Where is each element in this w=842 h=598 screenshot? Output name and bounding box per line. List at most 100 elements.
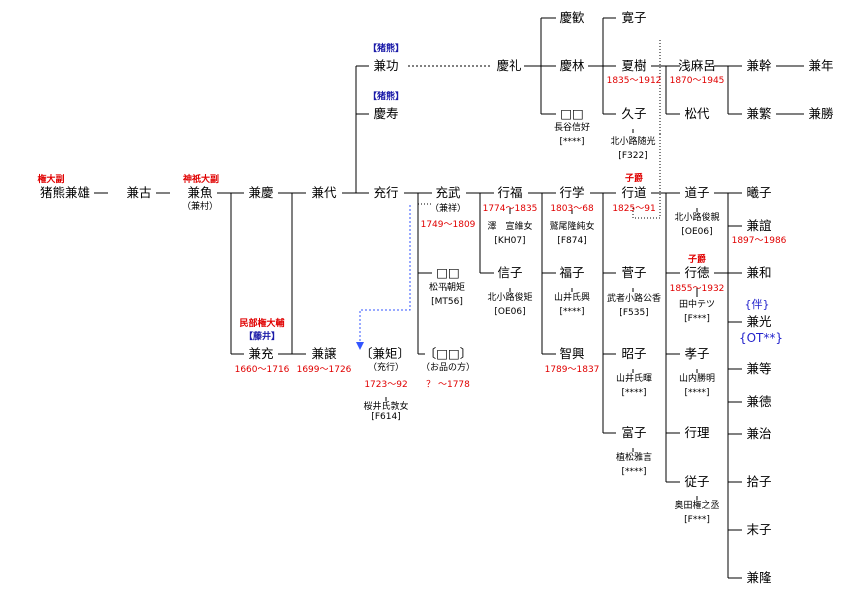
person-kaneuo-alias: （兼村） xyxy=(181,202,219,212)
spouse-takako: 山内勝明 xyxy=(678,374,716,384)
ref-unknown1: [****] xyxy=(559,137,585,147)
tag-fujii: 【藤井】 xyxy=(243,332,281,342)
person-keirei: 慶礼 xyxy=(496,58,522,73)
ref-tomiko: [****] xyxy=(621,467,647,477)
ref-yukigaku: [F874] xyxy=(557,236,587,246)
person-kaneku: 〔兼矩〕 xyxy=(359,346,411,361)
person-kanetoshi: 兼年 xyxy=(808,58,834,73)
person-sueko: 末子 xyxy=(746,522,772,537)
person-kanenobu: 兼誼 xyxy=(746,218,772,233)
dates-asamaro: 1870～1945 xyxy=(669,76,725,86)
person-kanemitsu-a: 兼充 xyxy=(248,346,274,361)
dates-kaneku: 1723～92 xyxy=(364,380,408,390)
tag-inokuma-1: 【猪熊】 xyxy=(367,44,405,54)
person-kanko: 寛子 xyxy=(621,10,647,25)
ref-juko: [F***] xyxy=(684,515,710,525)
spouse-nobuko: 北小路俊矩 xyxy=(487,293,533,303)
dates-yukigaku: 1803～68 xyxy=(550,204,594,214)
title-minbu: 民部権大輔 xyxy=(239,319,285,329)
title-gon-taifuku: 権大副 xyxy=(37,175,65,185)
spouse-matsudaira: 松平朝矩 xyxy=(428,283,466,293)
person-atsuyuki: 充行 xyxy=(373,185,399,200)
person-fukuko: 福子 xyxy=(559,265,585,280)
person-yukifuku: 行福 xyxy=(497,185,523,200)
spouse-yukifuku: 澤 宣維女 xyxy=(487,222,533,232)
ref-kanko2: [F535] xyxy=(619,308,649,318)
ref-yukinori: [F***] xyxy=(684,314,710,324)
spouse-kaneku: 桜井氏敦女 xyxy=(363,402,409,412)
spouse-unknown1: 長谷信好 xyxy=(553,123,591,133)
person-yukigaku: 行学 xyxy=(559,185,585,200)
person-keikan: 慶歓 xyxy=(559,10,585,25)
dates-tomoki: 1789～1837 xyxy=(544,365,600,375)
person-inokuma-kaneo: 猪熊兼雄 xyxy=(39,185,91,200)
person-akiko2: 曦子 xyxy=(746,185,772,200)
person-atsutake: 充武 xyxy=(435,185,461,200)
person-kanenori: 兼功 xyxy=(373,58,399,73)
dates-atsutake: 1749～1809 xyxy=(420,220,476,230)
ref-nobuko: [OE06] xyxy=(494,307,526,317)
tag-ban: {伴} xyxy=(744,298,770,311)
spouse-michiko: 北小路俊親 xyxy=(674,213,720,223)
ref-matsudaira: [MT56] xyxy=(431,297,463,307)
ref-michiko: [OE06] xyxy=(681,227,713,237)
person-kanemitsu-b: 兼光 xyxy=(746,314,772,329)
spouse-akiko: 山井氏暉 xyxy=(615,374,653,384)
spouse-juko: 奥田権之丞 xyxy=(674,501,720,511)
person-yukimichi: 行道 xyxy=(621,185,647,200)
dates-kanenobu: 1897～1986 xyxy=(731,236,787,246)
person-hiroko: 拾子 xyxy=(746,474,772,489)
spouse-tomiko: 植松雅言 xyxy=(615,453,653,463)
person-kaneshige: 兼繁 xyxy=(746,106,772,121)
person-hisako: 久子 xyxy=(621,106,647,121)
person-matsudaira: □□ xyxy=(436,265,460,280)
person-kanko2: 菅子 xyxy=(621,265,647,280)
person-nobuko: 信子 xyxy=(497,265,523,280)
person-kanedai: 兼代 xyxy=(311,185,337,200)
ref-fukuko: [****] xyxy=(559,307,585,317)
dates-natsuki: 1835～1912 xyxy=(606,76,662,86)
person-ohin-alias: （お品の方） xyxy=(420,363,476,373)
person-akiko: 昭子 xyxy=(621,346,647,361)
spouse-fukuko: 山井氏興 xyxy=(553,293,591,303)
ref-akiko: [****] xyxy=(621,388,647,398)
person-kaneji: 兼治 xyxy=(746,426,772,441)
ref-hisako: [F322] xyxy=(618,151,648,161)
spouse-yukinori: 田中テツ xyxy=(678,300,716,310)
dates-ohin: ？ ～1778 xyxy=(426,380,470,390)
person-yukiri: 行理 xyxy=(684,425,710,440)
person-ohin: 〔□□〕 xyxy=(423,346,473,361)
ref-kaneku: [F614] xyxy=(371,412,401,422)
person-michiko: 道子 xyxy=(684,185,710,200)
person-keiju: 慶寿 xyxy=(373,106,399,121)
spouse-kanko2: 武者小路公香 xyxy=(606,294,662,304)
title-shishaku-2: 子爵 xyxy=(687,255,707,265)
person-tomiko: 富子 xyxy=(621,425,647,440)
person-matsuyo: 松代 xyxy=(684,106,710,121)
title-shingi-taifuku: 神祇大副 xyxy=(182,175,220,185)
person-keirin: 慶林 xyxy=(559,58,585,73)
person-takako: 孝子 xyxy=(684,346,710,361)
tag-inokuma-2: 【猪熊】 xyxy=(367,92,405,102)
spouse-yukigaku: 鷲尾隆純女 xyxy=(549,222,595,232)
person-kaneyoshi: 兼慶 xyxy=(248,185,274,200)
person-kanetomo: 兼等 xyxy=(746,361,772,376)
person-kanemiki: 兼幹 xyxy=(746,58,772,73)
person-kanetaka: 兼隆 xyxy=(746,570,772,585)
person-kanefuru: 兼古 xyxy=(126,185,152,200)
person-kanekatsu: 兼勝 xyxy=(808,106,834,121)
dates-yukinori: 1855～1932 xyxy=(669,284,725,294)
person-unknown1: □□ xyxy=(560,106,584,121)
person-kanejo: 兼譲 xyxy=(311,346,337,361)
person-kanenori2: 兼徳 xyxy=(746,394,772,409)
ref-yukifuku: [KH07] xyxy=(494,236,526,246)
person-yukinori: 行徳 xyxy=(684,265,710,280)
person-kaneku-alias: （充行） xyxy=(367,363,405,373)
person-juko: 従子 xyxy=(684,474,710,489)
person-atsutake-alias: （兼祥） xyxy=(429,204,467,214)
dates-kanemitsu-a: 1660～1716 xyxy=(234,365,290,375)
ref-kanemitsu-b: {OT**} xyxy=(738,331,784,345)
person-tomoki: 智興 xyxy=(559,346,585,361)
person-kanekazu: 兼和 xyxy=(746,265,772,280)
